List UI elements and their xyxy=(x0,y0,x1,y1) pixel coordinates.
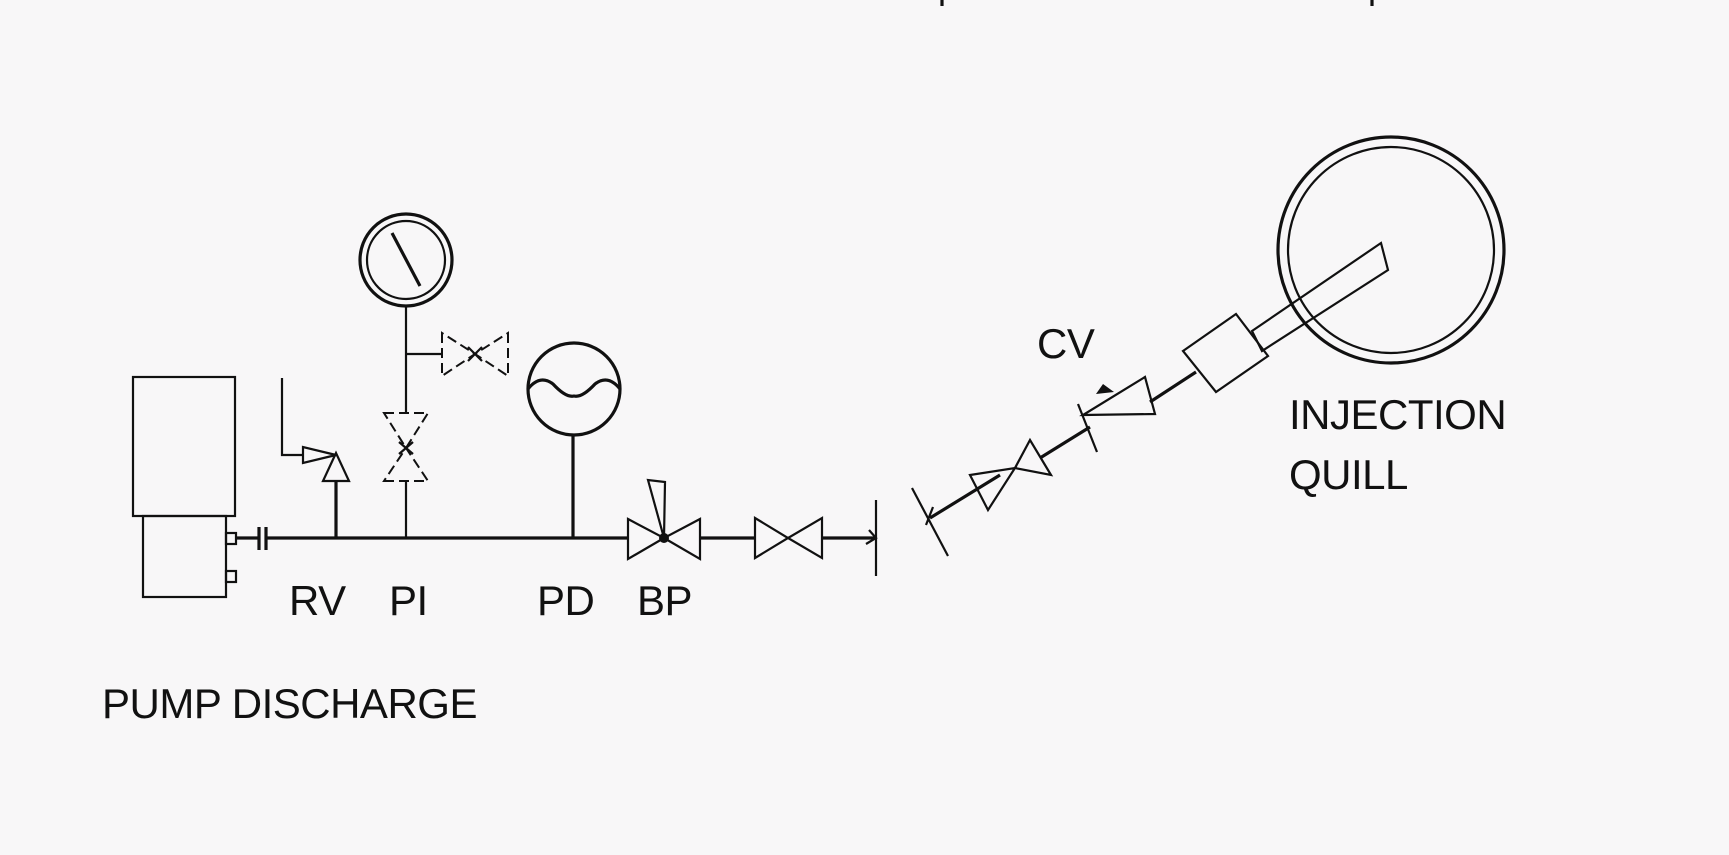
angled-valve xyxy=(968,425,1091,513)
pump-symbol xyxy=(131,375,238,599)
label-pump-discharge: PUMP DISCHARGE xyxy=(102,680,477,727)
pipe-break xyxy=(911,487,949,557)
label-quill: QUILL xyxy=(1289,451,1408,498)
label-rv: RV xyxy=(289,577,346,624)
injection-quill xyxy=(1181,135,1506,394)
top-edge-marks xyxy=(940,0,1374,6)
label-cv: CV xyxy=(1037,320,1095,367)
back-pressure-valve xyxy=(626,478,755,561)
discharge-flange xyxy=(236,527,268,550)
relief-valve xyxy=(280,378,351,538)
label-pd: PD xyxy=(537,577,595,624)
pressure-indicator xyxy=(358,212,509,538)
label-pi: PI xyxy=(389,577,428,624)
check-valve xyxy=(1076,370,1197,453)
angled-pipe xyxy=(929,473,1001,520)
label-bp: BP xyxy=(637,577,693,624)
label-injection: INJECTION xyxy=(1289,391,1507,438)
pulsation-dampener xyxy=(526,341,622,538)
isolation-valve xyxy=(753,500,878,576)
